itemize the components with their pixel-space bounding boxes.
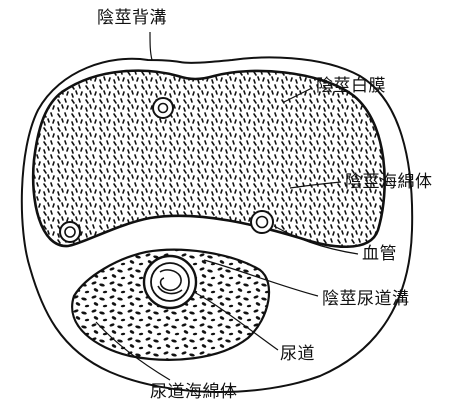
tunica-albuginea-contour — [33, 71, 385, 247]
label-blood-vessel: 血管 — [362, 246, 397, 263]
dorsal-blood-vessel — [153, 98, 173, 118]
label-tunica-albuginea: 陰莖白膜 — [316, 78, 386, 95]
right-deep-artery — [251, 211, 273, 233]
label-corpus-spongiosum: 尿道海綿体 — [150, 384, 238, 401]
urethra-lumen — [144, 256, 196, 308]
label-corpora-cavernosa: 陰莖海綿体 — [345, 174, 433, 191]
left-deep-artery — [60, 222, 80, 242]
label-urethra: 尿道 — [280, 346, 315, 363]
label-urethral-groove: 陰莖尿道溝 — [322, 291, 410, 308]
label-dorsal-groove: 陰莖背溝 — [97, 10, 167, 27]
